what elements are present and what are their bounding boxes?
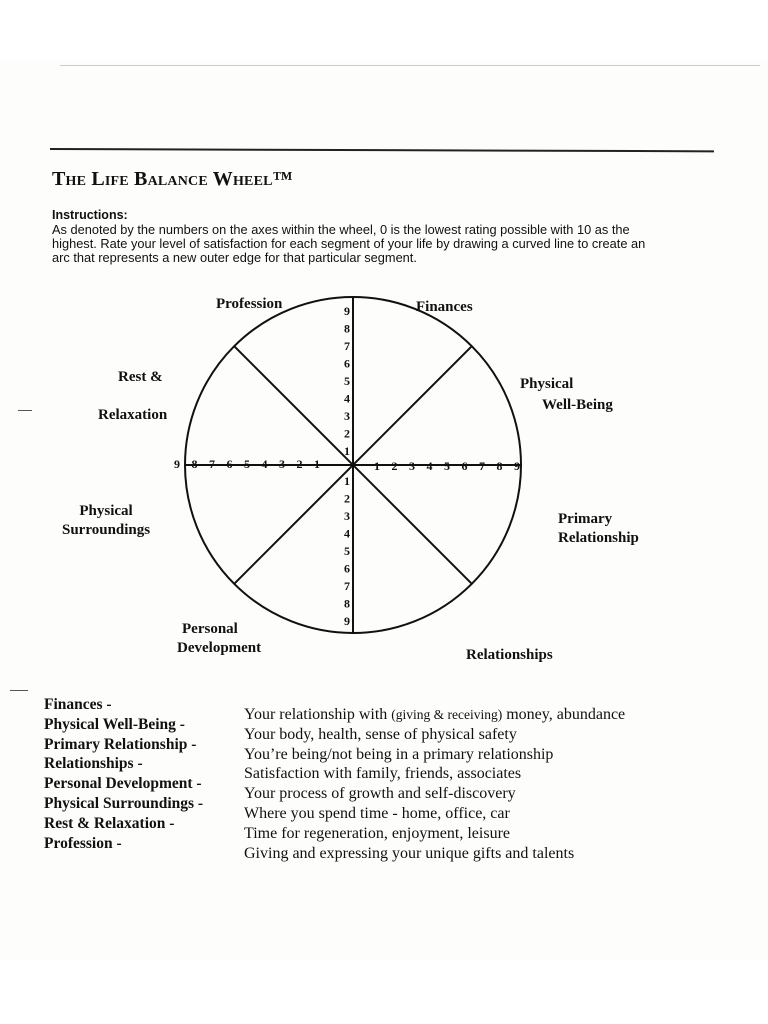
legend-description: Giving and expressing your unique gifts … [244, 844, 625, 864]
legend-category: Personal Development - [44, 775, 202, 793]
axis-number-down: 6 [344, 562, 350, 576]
instructions-line: highest. Rate your level of satisfaction… [52, 236, 646, 251]
legend-description: Satisfaction with family, friends, assoc… [244, 764, 625, 784]
legend-category: Physical Surroundings - [44, 794, 204, 812]
legend-description: You’re being/not being in a primary rela… [244, 745, 625, 765]
axis-number-left: 4 [262, 457, 268, 471]
segment-label-line: Physical [79, 503, 133, 519]
axis-number-down: 4 [344, 527, 350, 541]
segment-label-physical-well-being: Physical Well-Being [520, 375, 613, 415]
axis-number-left: 1 [314, 457, 320, 471]
page-title: The Life Balance Wheel™ [52, 168, 293, 190]
wheel-lines [184, 296, 522, 634]
legend-category: Relationships - [44, 755, 143, 773]
axis-number-right: 7 [479, 459, 485, 473]
axis-number-left: 9 [174, 457, 180, 471]
axis-number-up: 9 [344, 304, 350, 318]
axis-number-up: 6 [344, 357, 350, 371]
segment-label-line: Well-Being [542, 397, 613, 413]
axis-number-down: 8 [344, 597, 350, 611]
legend-description: Time for regeneration, enjoyment, leisur… [244, 824, 625, 844]
axis-number-down: 2 [344, 492, 350, 506]
segment-label-personal-development: Personal Development [177, 620, 261, 658]
segment-label-line: Relaxation [98, 407, 168, 423]
legend-category: Profession - [44, 834, 122, 852]
legend-description-text: Satisfaction with family, friends, assoc… [244, 765, 522, 783]
segment-label-line: Rest & [118, 369, 163, 385]
axis-number-right: 3 [409, 459, 415, 473]
legend-description-text: Your body, health, sense of physical saf… [244, 725, 517, 743]
segment-label-physical-surroundings: Physical Surroundings [62, 502, 150, 540]
axis-number-down: 3 [344, 509, 350, 523]
segment-label-rest-relaxation: Rest & Relaxation [98, 368, 167, 425]
legend-description-text: Time for regeneration, enjoyment, leisur… [244, 824, 510, 842]
axis-number-left: 6 [227, 457, 233, 471]
segment-label-profession: Profession [216, 296, 283, 312]
legend-description-aside: (giving & receiving) [391, 707, 503, 722]
axis-number-left: 2 [297, 457, 303, 471]
hole-mark [10, 690, 28, 691]
instructions-line: As denoted by the numbers on the axes wi… [52, 222, 630, 237]
axis-number-up: 3 [344, 409, 350, 423]
axis-number-up: 1 [344, 444, 350, 458]
page-edge [60, 65, 760, 66]
axis-number-up: 8 [344, 322, 350, 336]
axis-number-up: 4 [344, 392, 350, 406]
legend-descriptions: Your relationship with (giving & receivi… [244, 705, 625, 863]
axis-number-down: 5 [344, 544, 350, 558]
segment-label-finances: Finances [416, 299, 473, 315]
legend-description-text: Where you spend time - home, office, car [244, 804, 510, 822]
segment-label-primary-relationship: Primary Relationship [558, 510, 639, 548]
axis-number-left: 7 [209, 457, 215, 471]
segment-label-line: Personal [182, 621, 238, 637]
axis-number-up: 2 [344, 427, 350, 441]
segment-label-relationships: Relationships [466, 647, 553, 663]
segment-label-line: Surroundings [62, 522, 151, 538]
paper-sheet [0, 60, 768, 960]
axis-number-left: 8 [192, 457, 198, 471]
legend-description-text: money, abundance [502, 706, 626, 723]
legend-description-text: You’re being/not being in a primary rela… [244, 745, 554, 763]
axis-number-down: 1 [344, 474, 350, 488]
legend-categories: Finances - Physical Well-Being - Primary R… [44, 695, 203, 853]
instructions-heading: Instructions: [52, 208, 128, 222]
legend-description-text: Giving and expressing your unique gifts … [244, 844, 575, 862]
legend-description: Where you spend time - home, office, car [244, 804, 625, 824]
axis-number-up: 5 [344, 374, 350, 388]
legend-description-text: Your relationship with [244, 706, 392, 723]
wheel-spoke-diagonal [233, 345, 473, 585]
instructions-text: As denoted by the numbers on the axes wi… [52, 223, 716, 265]
axis-number-up: 7 [344, 339, 350, 353]
legend-category: Primary Relationship - [44, 735, 197, 753]
legend-category: Physical Well-Being - [44, 715, 185, 733]
axis-number-right: 5 [444, 459, 450, 473]
axis-number-down: 9 [344, 614, 350, 628]
axis-number-right: 4 [427, 459, 433, 473]
segment-label-line: Primary [558, 511, 613, 527]
legend-description: Your process of growth and self-discover… [244, 784, 625, 804]
legend-description: Your relationship with (giving & receivi… [244, 705, 625, 725]
legend-description-text: Your process of growth and self-discover… [244, 785, 516, 803]
segment-label-line: Relationship [558, 530, 639, 546]
axis-number-left: 5 [244, 457, 250, 471]
legend-category: Finances - [44, 696, 112, 713]
segment-label-line: Physical [520, 376, 574, 392]
axis-number-right: 2 [392, 459, 398, 473]
instructions-line: arc that represents a new outer edge for… [52, 250, 417, 265]
hole-mark [18, 410, 32, 411]
legend-description: Your body, health, sense of physical saf… [244, 725, 625, 745]
axis-number-left: 3 [279, 457, 285, 471]
segment-label-line: Development [177, 640, 262, 656]
axis-number-right: 8 [497, 459, 503, 473]
axis-number-right: 6 [462, 459, 468, 473]
axis-number-right: 9 [514, 459, 520, 473]
axis-number-right: 1 [374, 459, 380, 473]
legend-category: Rest & Relaxation - [44, 814, 175, 832]
axis-number-down: 7 [344, 579, 350, 593]
